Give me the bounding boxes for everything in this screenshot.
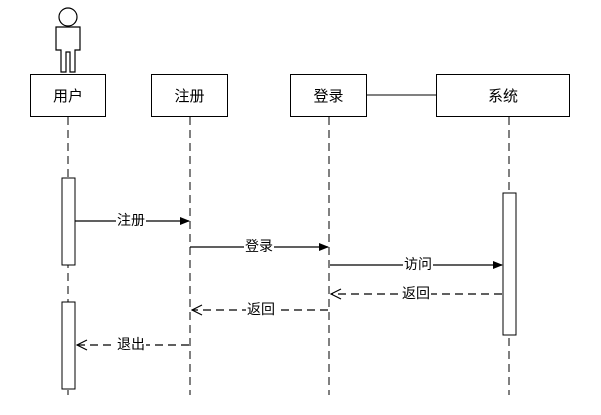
- lifeline-box-login: 登录: [290, 74, 367, 117]
- message-label-return-login: 返回: [246, 302, 276, 318]
- message-label-visit: 访问: [403, 257, 433, 273]
- activation-bar-user-1: [61, 177, 76, 266]
- message-label-login: 登录: [244, 239, 274, 255]
- message-label-logout: 退出: [116, 337, 146, 353]
- activation-bar-user-2: [61, 301, 76, 390]
- lifeline-box-register: 注册: [151, 74, 228, 117]
- lifeline-box-user: 用户: [30, 74, 106, 117]
- message-label-return-system: 返回: [401, 286, 431, 302]
- activation-bar-system: [502, 192, 517, 336]
- actor-icon: [55, 7, 81, 73]
- message-label-register: 注册: [116, 213, 146, 229]
- lifeline-box-system: 系统: [436, 74, 570, 117]
